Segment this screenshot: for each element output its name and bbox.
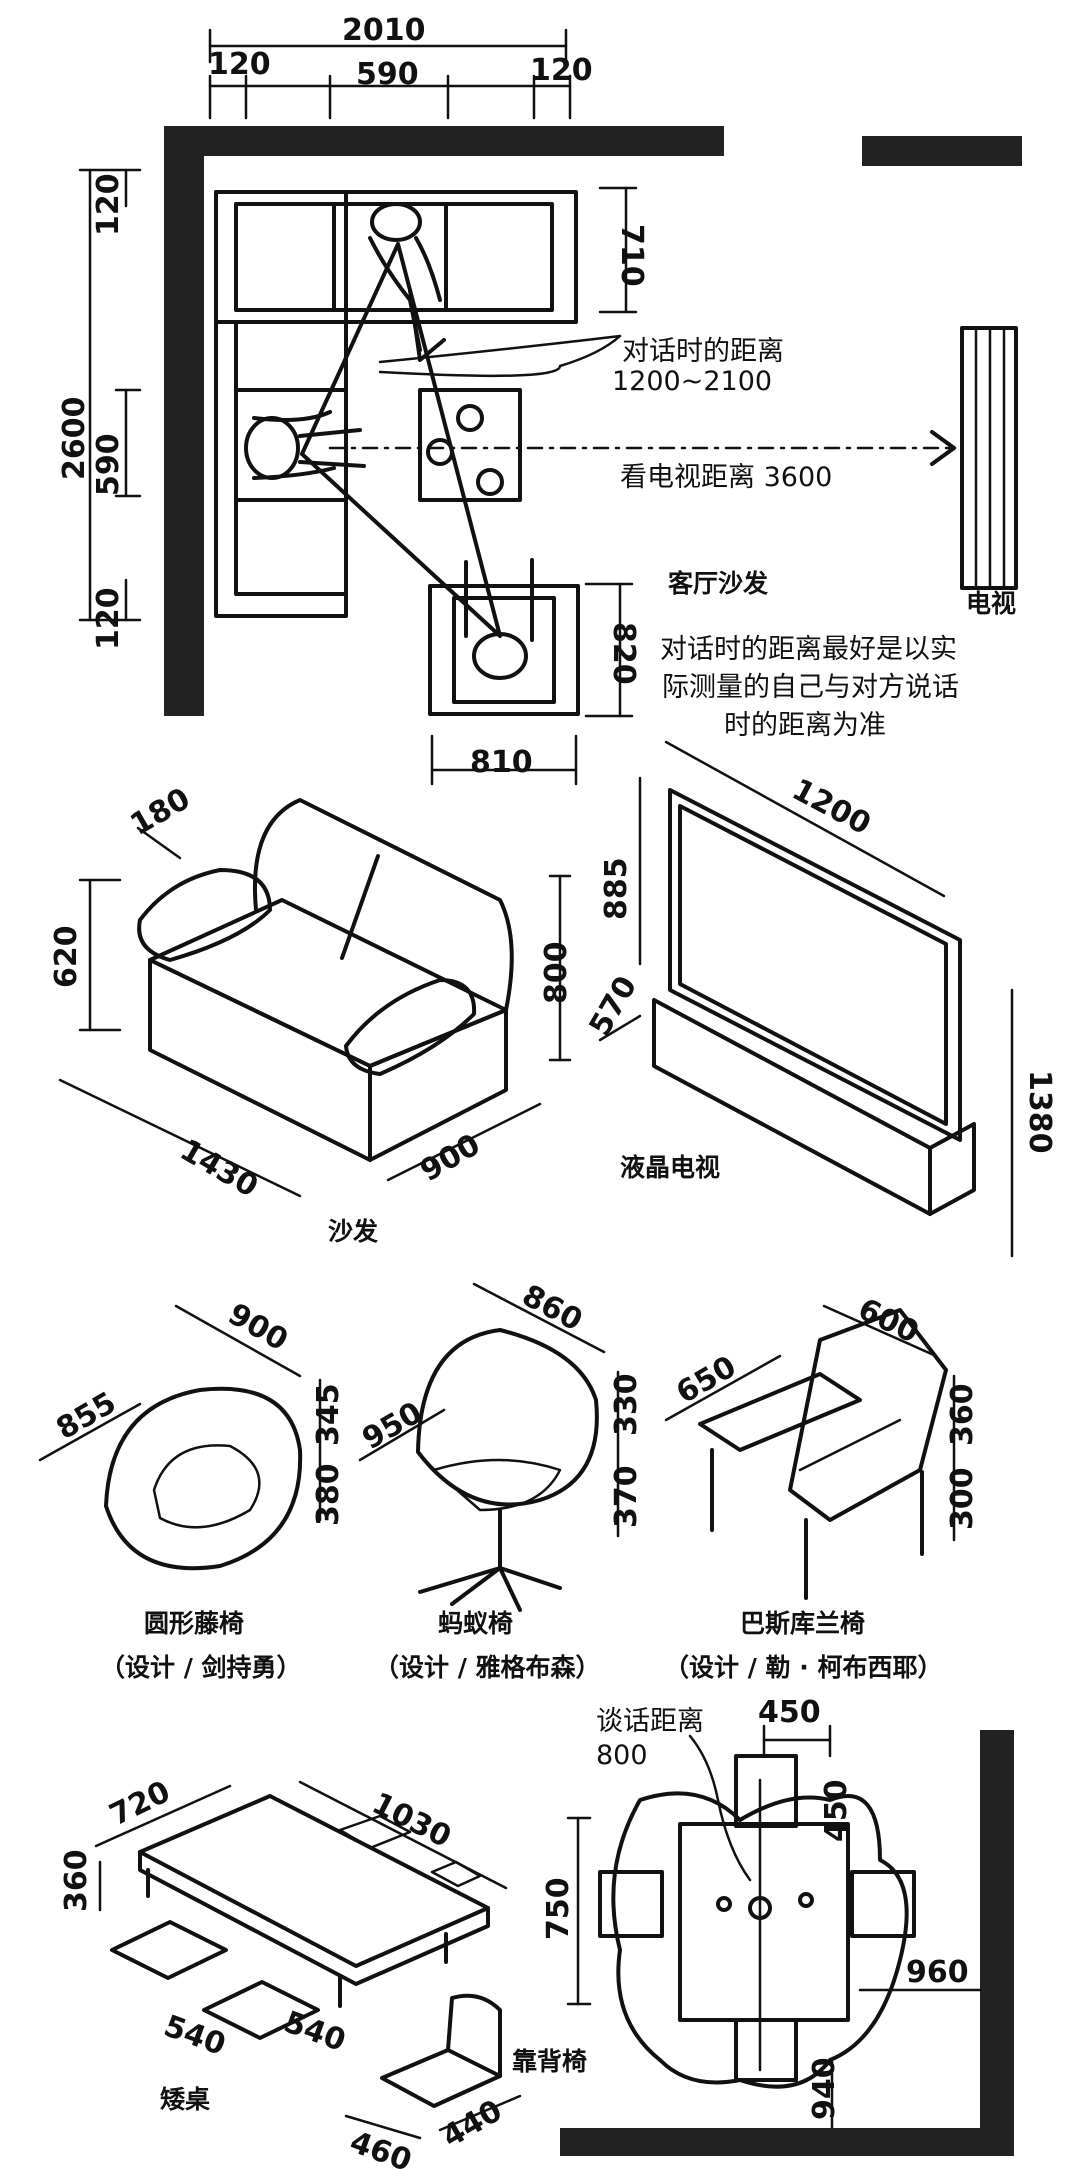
chair-basc-dim-w: 600 [852,1292,924,1351]
label-tv-distance: 看电视距离 3600 [620,462,832,493]
floor-plan: 2010 120 590 120 2600 120 590 120 [57,13,1022,786]
dining-talk-value: 800 [596,1740,648,1771]
table-dim-w: 720 [104,1774,176,1833]
dim-chair-width: 810 [470,745,533,780]
coffee-table [418,388,522,502]
chair-egg-name: 蚂蚁椅 [438,1609,513,1638]
chair-egg-dim-h1: 330 [609,1373,644,1436]
dining-talk-pointer [688,1734,752,1882]
low-table: 720 1030 360 540 540 矮桌 [59,1774,508,2114]
chair-basc-dim-h1: 360 [945,1383,980,1446]
sofa-label: 沙发 [328,1217,378,1246]
low-table-label: 矮桌 [160,2085,210,2114]
chair-rattan-dim-h1: 345 [311,1383,346,1446]
note-line-1: 对话时的距离最好是以实 [660,634,957,665]
tv-dim-width: 1200 [786,772,876,842]
dim-side-left: 120 [208,47,271,82]
tv-dim-total: 1380 [1022,1070,1057,1154]
chair-rattan: 900 855 345 380 圆形藤椅 （设计 / 剑持勇） [38,1297,346,1682]
talk-arrow [378,334,622,378]
back-chair: 460 440 靠背椅 [344,1993,587,2171]
top-right-wall [862,136,1022,166]
dim-mid: 590 [91,433,126,496]
dining-dim-left: 750 [541,1877,576,1940]
sofa-dim-back: 800 [539,941,574,1004]
lcd-tv-label: 液晶电视 [620,1153,720,1182]
label-tv: 电视 [966,589,1016,618]
chair-egg-dim-h2: 370 [609,1465,644,1528]
dining-dim-bottom: 940 [807,2057,842,2120]
sofa-dim-arm: 180 [125,781,197,843]
dim-total-height: 2600 [57,397,92,481]
dining-dim-side: 960 [906,1955,969,1990]
dining-bottom-wall [560,2128,1014,2156]
tv-arrow-head [930,430,956,466]
chair-egg-designer: （设计 / 雅格布森） [374,1653,601,1682]
chair-basc-dim-h2: 300 [945,1467,980,1530]
dining-talk-label: 谈话距离 [596,1706,704,1737]
sofa-dim-height: 620 [49,925,84,988]
lcd-tv-drawing: 1200 885 570 1380 液晶电视 [583,740,1057,1258]
chair-rattan-name: 圆形藤椅 [144,1609,244,1638]
chair-rattan-dim-w: 900 [222,1297,294,1359]
chair-basc-dim-d: 650 [671,1349,743,1411]
plan-tv [960,326,1018,590]
chair-rattan-designer: （设计 / 剑持勇） [100,1653,302,1682]
dim-sofa-depth: 710 [614,224,649,287]
dim-side-right: 120 [530,53,593,88]
sofa-dim-length: 1430 [174,1133,264,1205]
label-talk-distance: 对话时的距离 [622,336,784,367]
dim-center: 590 [356,57,419,92]
tv-dim-height: 885 [599,857,634,920]
sofa-drawing: 620 180 800 1430 900 沙发 [49,781,574,1246]
chair-basc-name: 巴斯库兰椅 [740,1609,865,1638]
person-top [368,202,446,362]
dining-dim-chair: 450 [819,1779,854,1842]
dim-bottom: 120 [91,587,126,650]
chair-rattan-dim-h2: 380 [311,1463,346,1526]
dim-top: 120 [91,173,126,236]
label-living-sofa: 客厅沙发 [668,569,768,598]
person-left [244,410,366,480]
dim-chair-depth: 820 [606,622,641,685]
note-line-2: 际测量的自己与对方说话 [662,672,959,703]
chair-rattan-dim-d: 855 [51,1385,123,1447]
left-wall [164,126,204,716]
dining-right-wall [980,1730,1014,2150]
back-chair-label: 靠背椅 [512,2047,587,2076]
chair-egg-dim-w: 860 [516,1278,588,1338]
chair-basculant: 600 650 360 300 巴斯库兰椅 （设计 / 勒 · 柯布西耶） [664,1292,980,1682]
chair-egg: 860 950 330 370 蚂蚁椅 （设计 / 雅格布森） [357,1278,645,1682]
dining-dim-top: 450 [758,1695,821,1730]
back-chair-dim-b: 440 [437,2093,509,2155]
note-line-3: 时的距离为准 [724,710,886,741]
table-dim-h: 360 [59,1849,94,1912]
armchair [428,558,580,716]
table-dim-c2: 540 [279,2005,350,2059]
back-chair-dim-a: 460 [345,2125,416,2171]
chair-basc-designer: （设计 / 勒 · 柯布西耶） [664,1653,942,1682]
top-wall [164,126,724,156]
talk-triangle [300,242,502,638]
dining-plan: 450 750 450 960 940 谈话距离 800 [541,1695,1014,2156]
dim-total-width: 2010 [342,13,426,48]
label-talk-range: 1200~2100 [612,366,772,397]
tv-dim-depth: 570 [583,970,645,1042]
